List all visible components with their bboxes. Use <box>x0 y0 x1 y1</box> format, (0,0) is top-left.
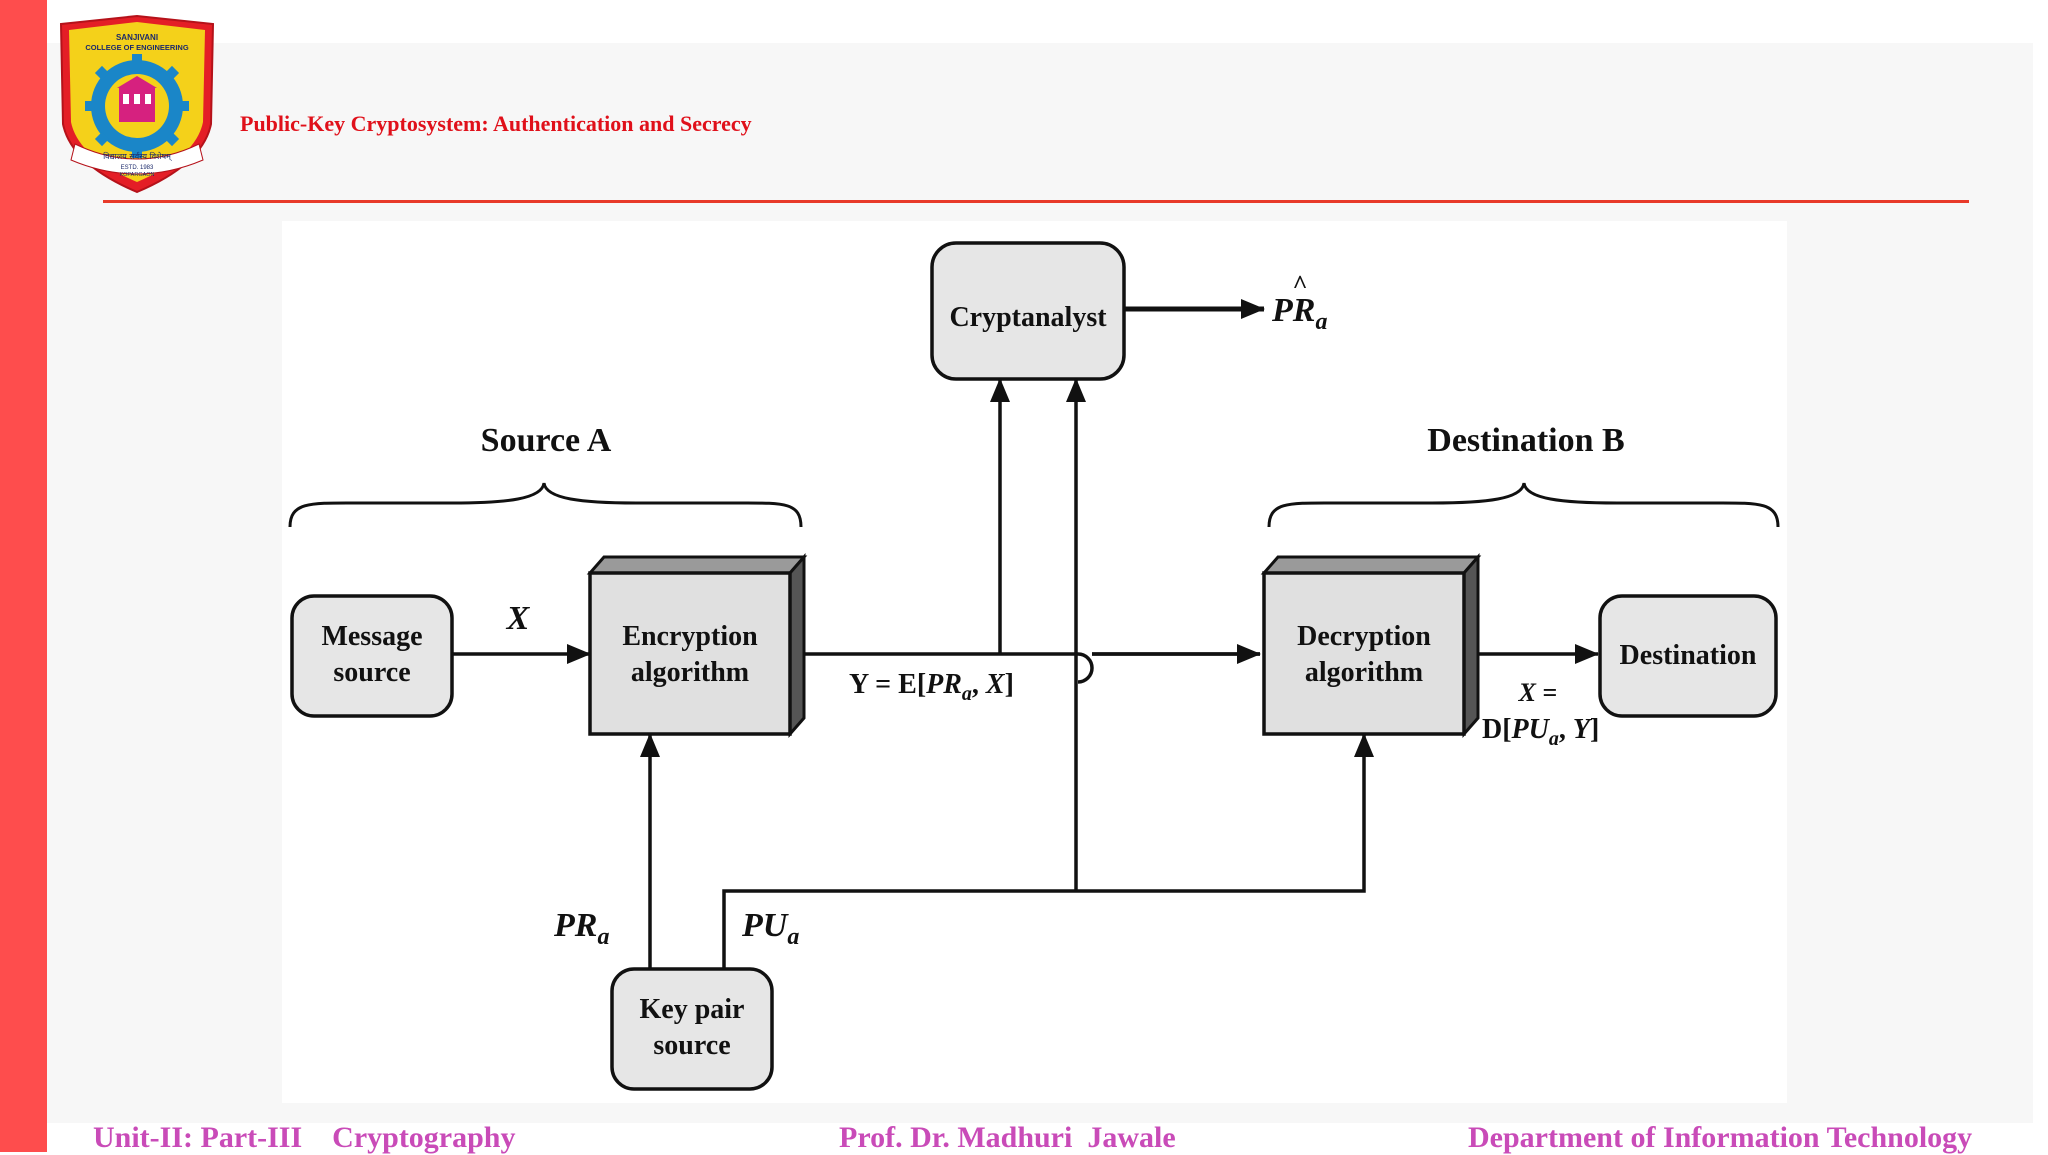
top-margin <box>47 0 2048 43</box>
public-key-path <box>722 733 1374 969</box>
slide-title: Public-Key Cryptosystem: Authentication … <box>240 111 752 136</box>
logo-motto: विद्यालय सर्वस्य विशेषम् <box>103 151 173 162</box>
decryption-algorithm-box <box>1260 553 1482 738</box>
destination-group-label: Destination B <box>1427 422 1624 459</box>
x-plaintext-label: X <box>506 600 531 637</box>
left-accent-bar <box>0 0 47 1152</box>
title-divider <box>103 200 1969 203</box>
destination-label: Destination <box>1620 640 1757 671</box>
source-brace <box>288 482 803 528</box>
message-source-box <box>290 594 454 718</box>
ciphertext-label: Y = E[PRa, X] <box>849 669 1014 705</box>
destination-brace <box>1267 482 1780 528</box>
college-logo: SANJIVANI COLLEGE OF ENGINEERING विद्याल… <box>59 14 215 194</box>
logo-name: SANJIVANI <box>116 33 158 42</box>
public-key-label: PUa <box>741 907 799 950</box>
destination-box <box>1598 594 1778 718</box>
hat-symbol: ^ <box>1292 270 1307 299</box>
footer-department: Department of Information Technology <box>1468 1121 1973 1154</box>
source-group-label: Source A <box>481 422 612 459</box>
key-pair-source-box <box>610 967 774 1091</box>
cryptanalyst-label: Cryptanalyst <box>949 302 1107 333</box>
public-key-diagram: Source A Destination B Cryptanalyst ^ PR… <box>282 221 1787 1103</box>
decryption-eq-label: X = <box>1518 678 1558 707</box>
footer-author: Prof. Dr. Madhuri Jawale <box>839 1121 1176 1154</box>
logo-place: KOPARGAON <box>119 172 154 178</box>
logo-estd: ESTD. 1983 <box>121 165 154 171</box>
private-key-label: PRa <box>553 907 609 950</box>
logo-subtitle: COLLEGE OF ENGINEERING <box>85 43 189 52</box>
footer-unit: Unit-II: Part-III Cryptography <box>93 1121 516 1154</box>
pr-estimate-label: PRa <box>1271 292 1327 335</box>
decryption-formula-label: D[PUa, Y] <box>1482 714 1599 750</box>
encryption-algorithm-box <box>586 553 808 738</box>
